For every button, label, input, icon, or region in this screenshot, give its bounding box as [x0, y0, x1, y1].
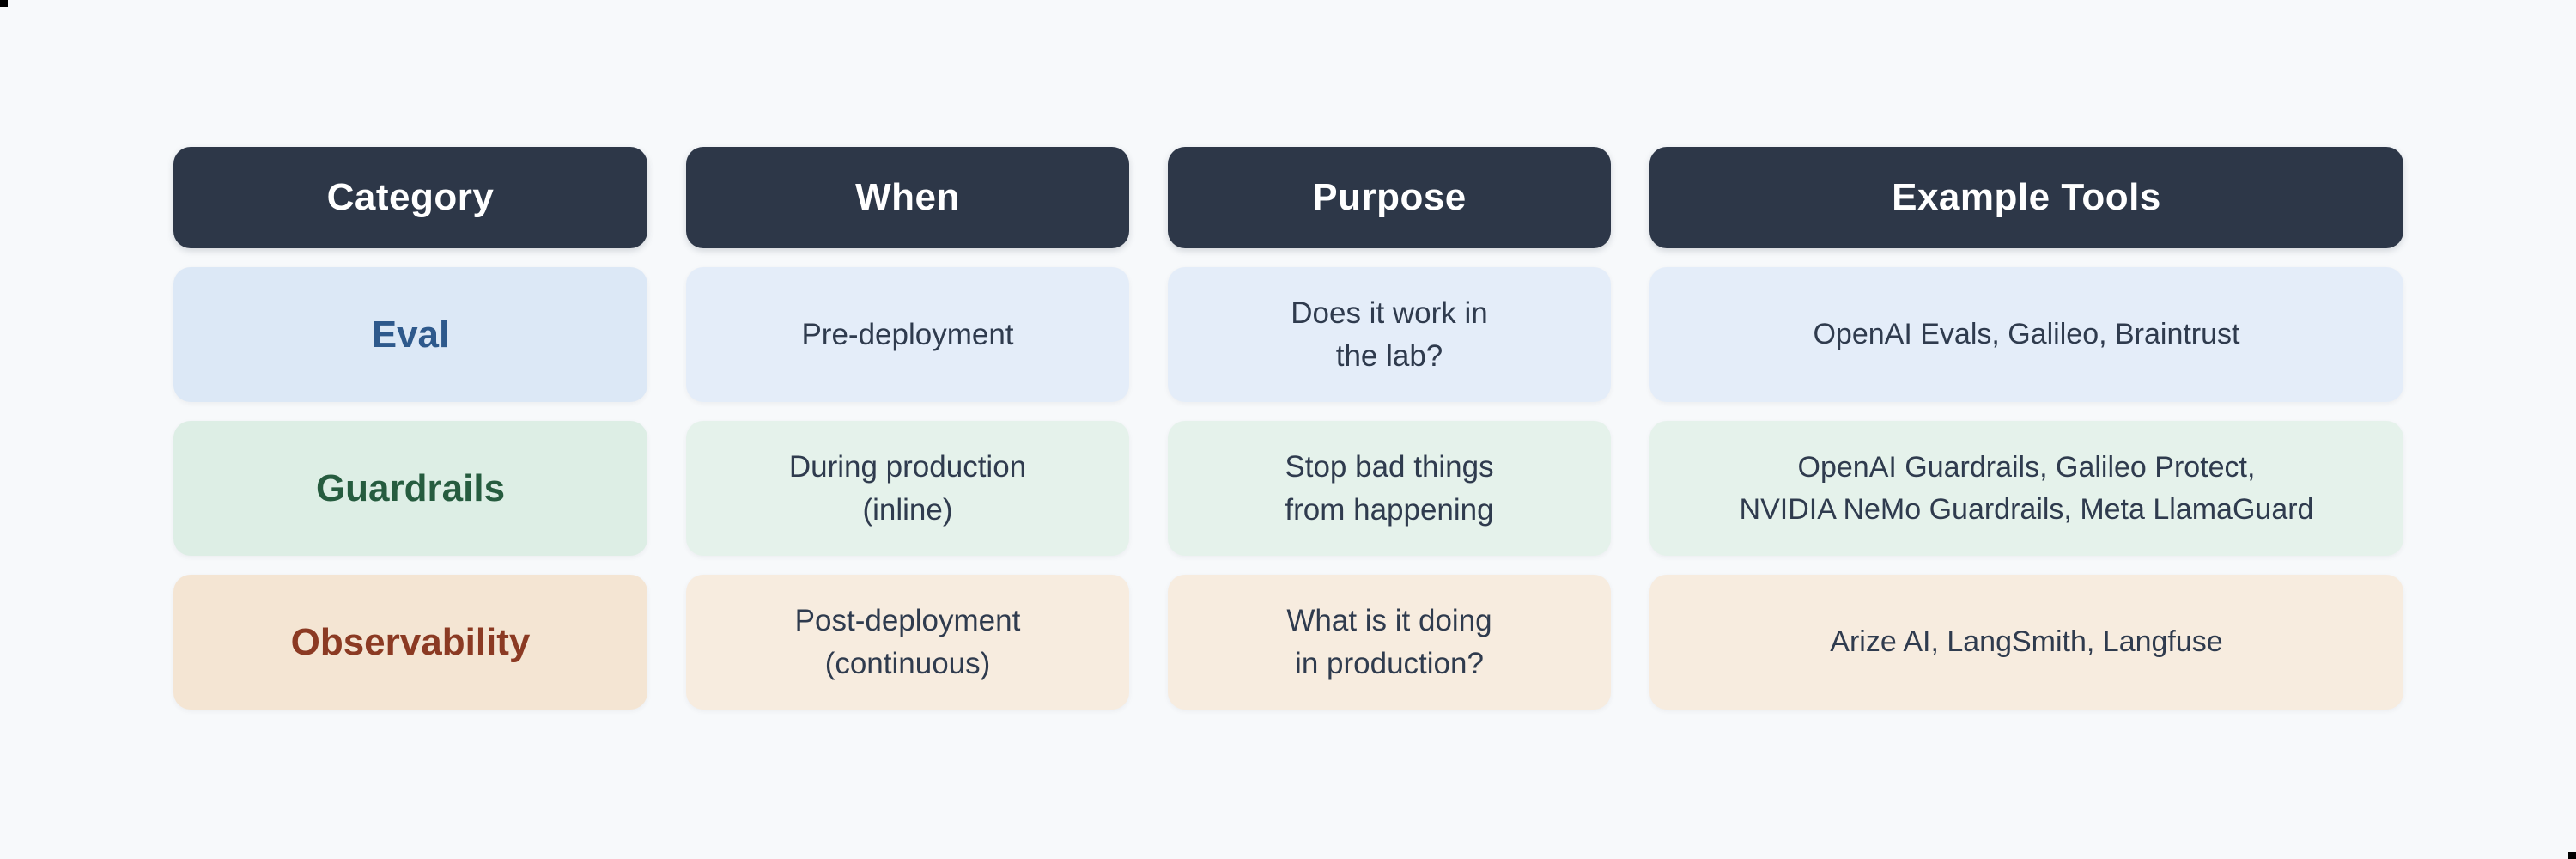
header-category: Category [173, 147, 647, 248]
observability-when-cell: Post-deployment (continuous) [686, 575, 1129, 710]
comparison-table: Category When Purpose Example Tools Eval… [173, 147, 2403, 710]
eval-purpose-cell: Does it work in the lab? [1168, 267, 1611, 402]
header-purpose: Purpose [1168, 147, 1611, 248]
guardrails-tools-cell: OpenAI Guardrails, Galileo Protect, NVID… [1649, 421, 2403, 556]
observability-tools-cell: Arize AI, LangSmith, Langfuse [1649, 575, 2403, 710]
corner-mark-top-left [0, 0, 8, 7]
observability-purpose-cell: What is it doing in production? [1168, 575, 1611, 710]
header-example-tools: Example Tools [1649, 147, 2403, 248]
guardrails-purpose-cell: Stop bad things from happening [1168, 421, 1611, 556]
observability-category-cell: Observability [173, 575, 647, 710]
guardrails-when-cell: During production (inline) [686, 421, 1129, 556]
eval-when-cell: Pre-deployment [686, 267, 1129, 402]
eval-tools-cell: OpenAI Evals, Galileo, Braintrust [1649, 267, 2403, 402]
eval-category-cell: Eval [173, 267, 647, 402]
corner-mark-bottom-right [2568, 852, 2576, 859]
guardrails-category-cell: Guardrails [173, 421, 647, 556]
header-when: When [686, 147, 1129, 248]
